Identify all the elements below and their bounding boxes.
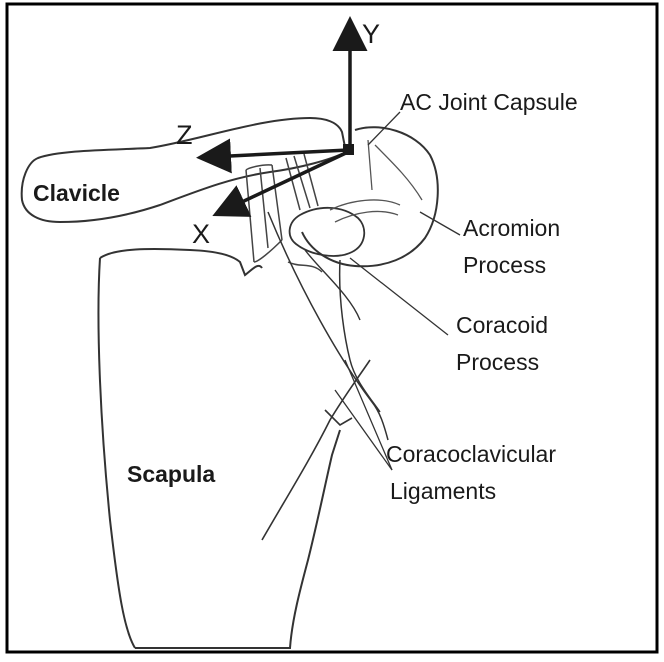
ligament-trapezoid [246,165,282,262]
scapula-outline [98,249,262,648]
z-axis-label: Z [176,120,193,150]
coracoid-label-line1: Coracoid [456,312,548,338]
acromion-leader [420,212,460,235]
ligament-line-1 [268,212,388,440]
coracoid-leader [350,258,448,335]
coracoid-label-line2: Process [456,349,539,375]
scapula-label: Scapula [127,461,215,487]
x-axis-label: X [192,219,210,249]
y-axis-label: Y [362,19,380,49]
origin-marker [343,144,354,155]
scapula-spine [262,360,370,540]
ac-joint-label: AC Joint Capsule [400,89,578,115]
clavicle-label: Clavicle [33,180,120,206]
ac-joint-leader [368,112,400,145]
acromion-label-line2: Process [463,252,546,278]
coracoclavicular-label-line2: Ligaments [390,478,496,504]
ligament-line-2 [340,260,380,412]
acromion-label-line1: Acromion [463,215,560,241]
coracoclavicular-label-line1: Coracoclavicular [386,441,556,467]
